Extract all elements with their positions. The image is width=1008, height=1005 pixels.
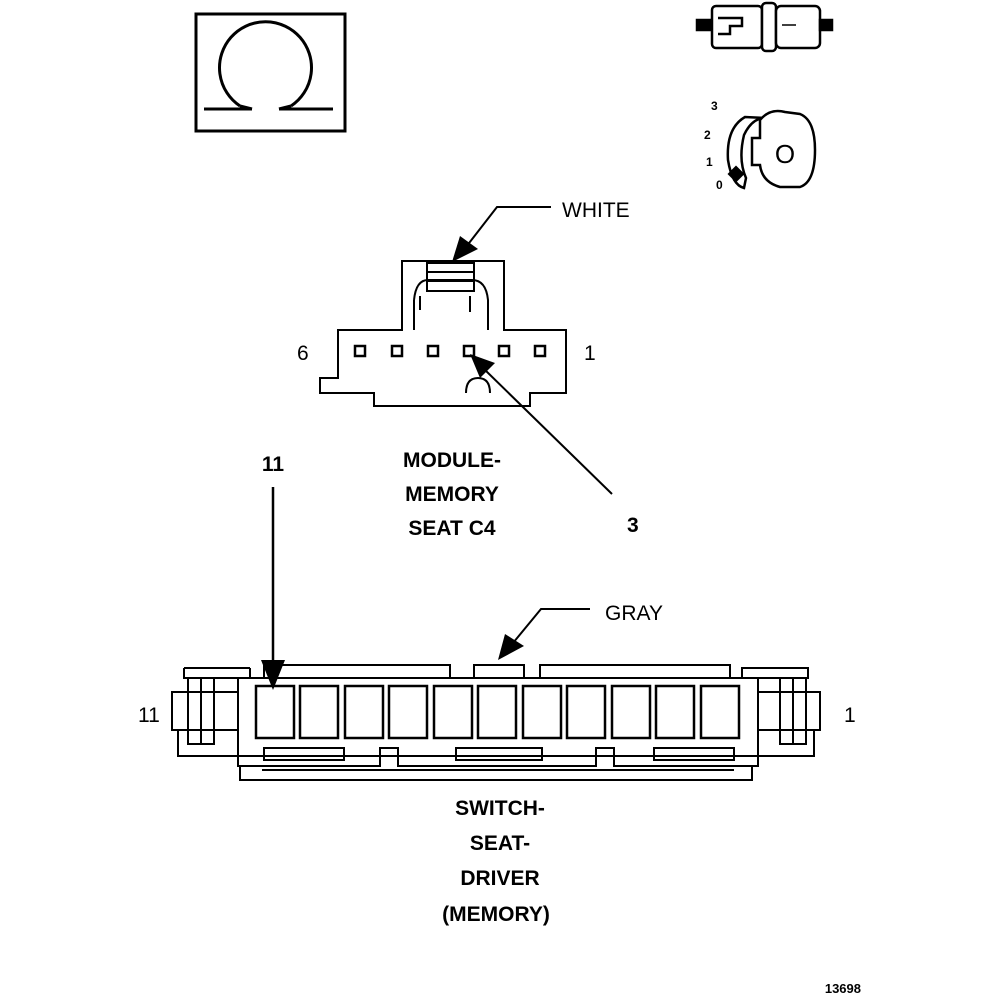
switch-pin-left-label: 11 [138, 704, 160, 727]
switch-callout-pin-label: 11 [262, 453, 285, 476]
module-name-line-3: SEAT C4 [408, 517, 495, 540]
switch-connector [171, 664, 821, 781]
switch-name-line-4: (MEMORY) [442, 903, 550, 926]
switch-pin-11-callout: 11 [261, 453, 285, 690]
module-connector [319, 260, 567, 407]
switch-pin-2 [654, 684, 696, 740]
switch-pin-3 [610, 684, 652, 740]
connector-icon [695, 1, 834, 53]
switch-name-line-2: SEAT- [470, 832, 530, 855]
module-color-label: WHITE [562, 199, 630, 222]
switch-pin-6 [476, 684, 518, 740]
key-position-2: 2 [704, 128, 711, 142]
switch-pin-8 [387, 684, 429, 740]
switch-pin-5 [521, 684, 563, 740]
switch-pin-1 [699, 684, 741, 740]
module-pin-6 [353, 344, 367, 358]
module-name-line-2: MEMORY [405, 483, 499, 506]
ignition-key-icon: O 3 2 1 0 [704, 99, 817, 192]
switch-pin-10 [298, 684, 340, 740]
module-callout-pin-label: 3 [627, 514, 639, 537]
figure-number: 13698 [825, 981, 861, 996]
module-pin-left-label: 6 [297, 342, 309, 365]
switch-pin-7 [432, 684, 474, 740]
module-pin-2 [497, 344, 511, 358]
module-pin-5 [390, 344, 404, 358]
key-position-0: 0 [716, 178, 723, 192]
switch-pin-9 [343, 684, 385, 740]
key-mark-text: O [775, 139, 795, 169]
key-position-1: 1 [706, 155, 713, 169]
switch-name-line-1: SWITCH- [455, 797, 545, 820]
switch-pin-4 [565, 684, 607, 740]
key-position-3: 3 [711, 99, 718, 113]
switch-name-line-3: DRIVER [460, 867, 539, 890]
module-pin-3-callout: 3 [470, 354, 639, 537]
white-color-callout: WHITE [452, 199, 630, 262]
module-pin-right-label: 1 [584, 342, 596, 365]
gray-color-callout: GRAY [498, 602, 663, 660]
switch-color-label: GRAY [605, 602, 663, 625]
ohmmeter-symbol-icon [194, 12, 347, 133]
module-pin-4 [426, 344, 440, 358]
module-name-line-1: MODULE- [403, 449, 501, 472]
switch-pin-right-label: 1 [844, 704, 856, 727]
module-pin-1 [533, 344, 547, 358]
switch-pin-11 [254, 684, 296, 740]
module-pin-3 [462, 344, 476, 358]
